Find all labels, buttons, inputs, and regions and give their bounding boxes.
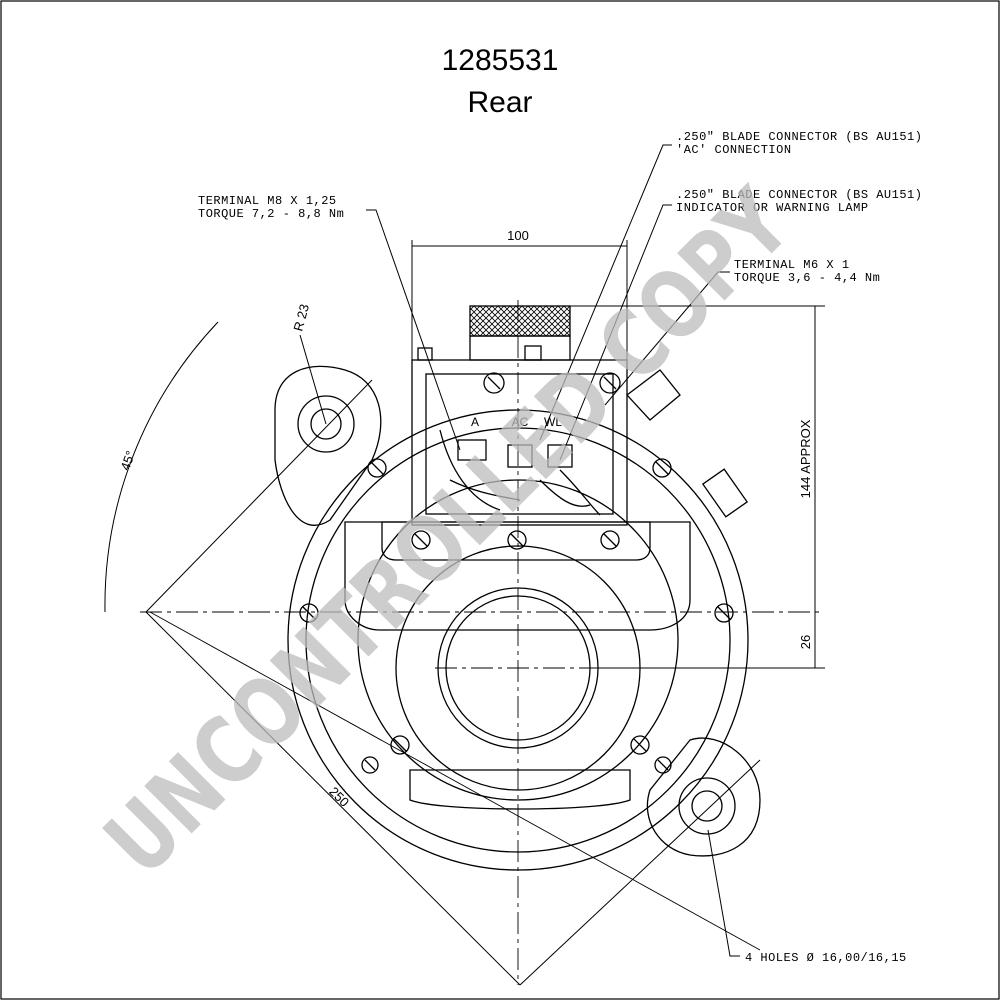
wl-connector-note-line2: INDICATOR OR WARNING LAMP bbox=[676, 201, 869, 215]
terminal-ac-block bbox=[507, 444, 533, 468]
terminal-m6-note-line1: TERMINAL M6 X 1 bbox=[734, 258, 850, 272]
part-number-title: 1285531 bbox=[442, 44, 559, 77]
box-screw bbox=[600, 530, 620, 550]
box-screw bbox=[599, 372, 621, 394]
screw bbox=[361, 756, 379, 774]
ac-connector-note-line1: .250" BLADE CONNECTOR (BS AU151) bbox=[676, 130, 922, 144]
upper-lug-hole-outer bbox=[297, 395, 355, 453]
terminal-box-inner bbox=[425, 373, 614, 515]
terminal-m6-note-line2: TORQUE 3,6 - 4,4 Nm bbox=[734, 271, 880, 285]
box-screw bbox=[483, 372, 505, 394]
terminal-m8-note-line1: TERMINAL M8 X 1,25 bbox=[198, 194, 337, 208]
lower-flange bbox=[409, 769, 631, 810]
ac-connector-note-line2: 'AC' CONNECTION bbox=[676, 143, 792, 157]
screw bbox=[654, 756, 672, 774]
connector-nut-left bbox=[417, 347, 433, 361]
side-plug bbox=[701, 468, 749, 518]
box-screw bbox=[411, 530, 431, 550]
side-connector bbox=[626, 369, 681, 421]
dimension-lines bbox=[104, 144, 825, 986]
terminal-a-label: A bbox=[471, 415, 479, 429]
lower-lug-hole-outer bbox=[678, 777, 736, 835]
lower-mounting-lug bbox=[646, 737, 761, 857]
terminal-m8-note-line2: TORQUE 7,2 - 8,8 Nm bbox=[198, 207, 344, 221]
dimension-radius: R 23 bbox=[290, 302, 312, 332]
terminal-a-block bbox=[457, 439, 487, 461]
lower-lug-hole-inner bbox=[691, 790, 723, 822]
screw bbox=[630, 735, 650, 755]
wiring-harness bbox=[439, 429, 601, 516]
screw bbox=[714, 603, 734, 623]
upper-lug-hole-inner bbox=[310, 408, 342, 440]
box-screw bbox=[507, 530, 527, 550]
watermark: UNCONTROLLED COPY bbox=[85, 169, 812, 896]
terminal-box-base bbox=[381, 521, 651, 561]
screw bbox=[390, 735, 410, 755]
connector-nut-right bbox=[524, 345, 542, 361]
terminal-wl-block bbox=[547, 444, 573, 468]
connector-plug-base bbox=[469, 335, 571, 361]
screw bbox=[367, 458, 387, 478]
screw bbox=[652, 458, 672, 478]
upper-mounting-lug bbox=[274, 365, 382, 526]
connector-plug-body bbox=[469, 305, 571, 337]
terminal-ac-label: AC bbox=[512, 415, 529, 429]
centre-lines bbox=[140, 300, 820, 985]
dimension-diagonal-250: 250 bbox=[326, 784, 352, 810]
dimension-angle: 45° bbox=[117, 449, 138, 473]
rectifier-plate bbox=[344, 521, 691, 631]
fixing-screws bbox=[299, 458, 734, 774]
wl-connector-note-line1: .250" BLADE CONNECTOR (BS AU151) bbox=[676, 188, 922, 202]
view-title: Rear bbox=[467, 86, 532, 119]
dimension-width-100: 100 bbox=[507, 228, 529, 243]
dimension-height-144: 144 APPROX bbox=[798, 419, 813, 498]
holes-note: 4 HOLES Ø 16,00/16,15 bbox=[745, 951, 907, 965]
dimension-offset-26: 26 bbox=[798, 635, 813, 649]
terminal-box bbox=[381, 305, 749, 561]
screw bbox=[299, 603, 319, 623]
